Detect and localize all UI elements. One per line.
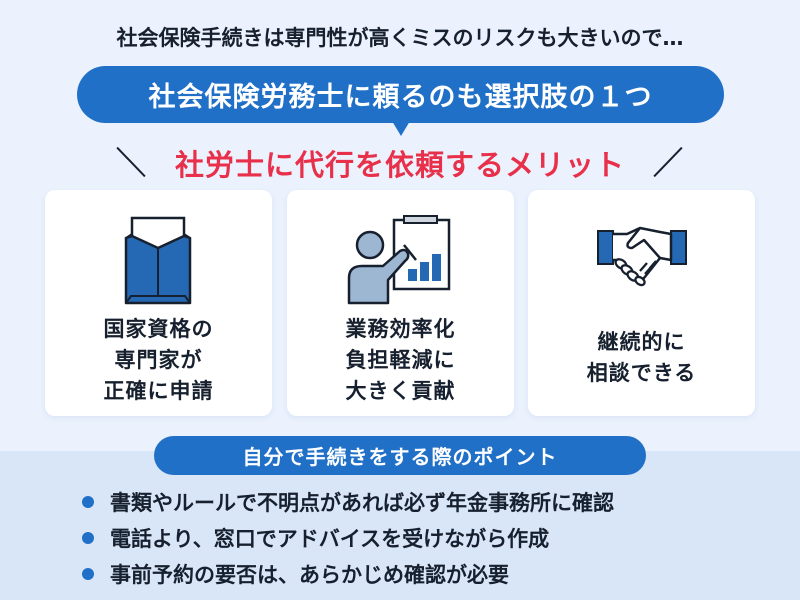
- tips-background-band: [0, 451, 800, 600]
- main-message-bubble: 社会保険労務士に頼るのも選択肢の１つ: [77, 66, 724, 123]
- merit-label: 業務効率化 負担軽減に 大きく貢献: [345, 317, 456, 403]
- tips-title: 自分で手続きをする際のポイント: [242, 445, 558, 469]
- bullet-icon: [82, 496, 94, 508]
- tip-text: 電話より、窓口でアドバイスを受けながら作成: [110, 527, 550, 551]
- main-message-text: 社会保険労務士に頼るのも選択肢の１つ: [148, 82, 653, 113]
- merit-title: 社労士に代行を依頼するメリット: [174, 148, 625, 182]
- tip-item: 電話より、窓口でアドバイスを受けながら作成: [82, 520, 614, 556]
- tip-text: 書類やルールで不明点があれば必ず年金事務所に確認: [110, 491, 614, 515]
- tip-item: 書類やルールで不明点があれば必ず年金事務所に確認: [82, 484, 614, 520]
- merit-card-qualified-expert: 国家資格の 専門家が 正確に申請: [45, 190, 272, 416]
- lead-text: 社会保険手続きは専門性が高くミスのリスクも大きいので…: [116, 26, 684, 50]
- tips-title-pill: 自分で手続きをする際のポイント: [154, 436, 646, 475]
- merit-card-efficiency: 業務効率化 負担軽減に 大きく貢献: [287, 190, 514, 416]
- handshake-icon: [528, 208, 755, 318]
- merit-label: 国家資格の 専門家が 正確に申請: [103, 317, 214, 403]
- merit-card-ongoing-consultation: 継続的に 相談できる: [528, 190, 755, 416]
- speech-bubble-tail: [392, 121, 410, 136]
- bullet-icon: [82, 568, 94, 580]
- tip-item: 事前予約の要否は、あらかじめ確認が必要: [82, 556, 614, 592]
- presentation-chart-icon: [287, 208, 514, 318]
- merit-label: 継続的に 相談できる: [586, 330, 697, 385]
- bullet-icon: [82, 532, 94, 544]
- tip-text: 事前予約の要否は、あらかじめ確認が必要: [110, 563, 509, 587]
- tips-list: 書類やルールで不明点があれば必ず年金事務所に確認 電話より、窓口でアドバイスを受…: [82, 484, 614, 592]
- envelope-document-icon: [45, 208, 272, 318]
